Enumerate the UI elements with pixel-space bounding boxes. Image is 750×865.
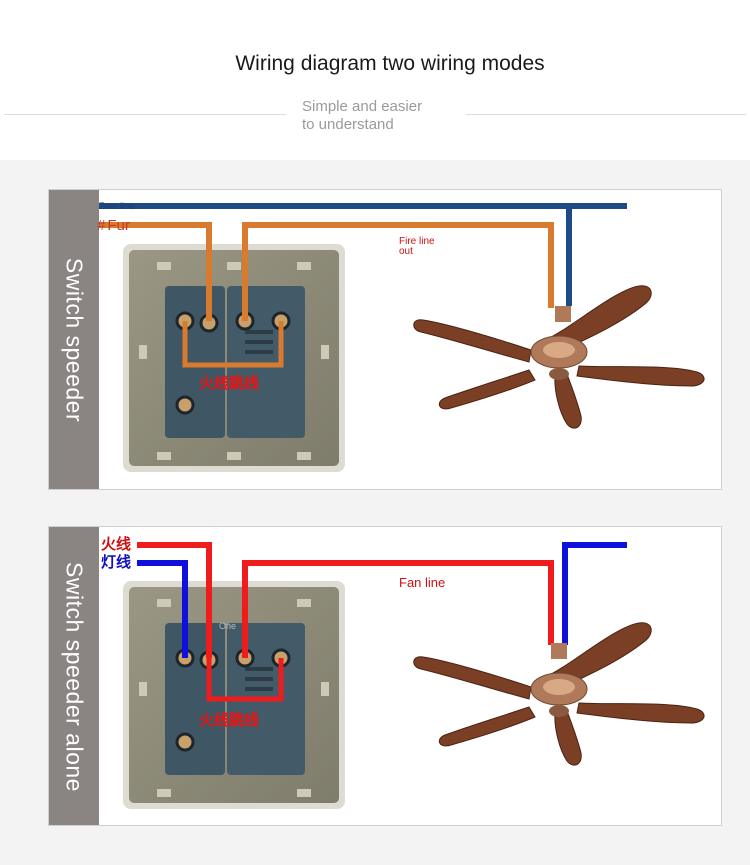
terminal-screw <box>175 732 195 752</box>
plate-clip <box>157 789 171 797</box>
subtitle-line-2: to understand <box>302 116 394 133</box>
wires <box>137 542 627 702</box>
switch-body-left <box>165 286 225 438</box>
fan-blade <box>413 656 532 700</box>
switch-body-right <box>227 286 305 438</box>
plate-clip <box>297 599 311 607</box>
lamp-wire-label: 灯线 <box>101 553 131 571</box>
fan-blade <box>554 373 582 429</box>
lamp-wire <box>137 560 188 658</box>
subtitle-divider-left <box>4 114 286 115</box>
plate-clip <box>157 262 171 270</box>
switch-module <box>165 286 305 438</box>
fan-blade <box>544 622 652 690</box>
wiring-diagram-1: Zero line #Fur Fire line out 火线跳线 <box>97 201 705 472</box>
page-title: Wiring diagram two wiring modes <box>235 52 545 75</box>
fan-line-label: Fan line <box>399 575 445 590</box>
fire-line-out-label-1: Fire line <box>399 236 435 247</box>
fire-line-out <box>242 222 554 321</box>
terminal-screw <box>175 395 195 415</box>
plate-clip <box>157 599 171 607</box>
plate-clip <box>139 345 147 359</box>
ceiling-fan <box>413 622 705 766</box>
fire-wire <box>137 542 212 658</box>
fire-line-label: #Fur <box>97 217 130 234</box>
fan-blade <box>576 365 705 387</box>
fan-blade <box>544 285 652 353</box>
subtitle-line-1: Simple and easier <box>302 98 423 115</box>
fan-motor-highlight <box>543 679 575 695</box>
fire-wire-label: 火线 <box>101 535 131 553</box>
fire-line-in <box>99 222 212 321</box>
fan-line-wire <box>242 560 554 658</box>
jumper-label: 火线跳线 <box>199 374 259 392</box>
fan-blade <box>576 702 705 724</box>
plate-clip <box>321 345 329 359</box>
subtitle-divider-right <box>466 114 746 115</box>
panel-side-bar: Switch speeder alone <box>49 527 99 825</box>
plate-clip <box>139 682 147 696</box>
jumper-label: 火线跳线 <box>199 711 259 729</box>
wiring-diagram-2: 火线 灯线 Fan line One 火线跳线 <box>101 535 705 809</box>
fan-blade <box>438 706 536 747</box>
fan-blade <box>554 710 582 766</box>
diagram-panel-switch-speeder: Switch speeder <box>48 189 722 490</box>
fan-light-cap <box>549 705 569 717</box>
diagram-panel-switch-speeder-alone: Switch speeder alone <box>48 526 722 826</box>
fan-blade <box>438 369 536 410</box>
wires <box>99 203 627 368</box>
fan-downrod <box>555 306 571 322</box>
zero-line-label: Zero line <box>99 201 134 211</box>
plate-clip <box>227 262 241 270</box>
one-label: One <box>219 621 236 631</box>
plate-clip <box>321 682 329 696</box>
jumper-wire <box>182 321 284 368</box>
panel-side-bar: Switch speeder <box>49 190 99 489</box>
fan-light-cap <box>549 368 569 380</box>
plate-clip <box>297 262 311 270</box>
plate-clip <box>297 789 311 797</box>
plate-clip <box>157 452 171 460</box>
ceiling-fan <box>413 285 705 429</box>
fan-downrod <box>551 643 567 659</box>
fire-line-out-label-2: out <box>399 246 413 257</box>
jumper-wire <box>206 658 284 702</box>
plate-clip <box>227 452 241 460</box>
plate-clip <box>297 452 311 460</box>
neutral-wire <box>562 542 627 645</box>
fan-motor-highlight <box>543 342 575 358</box>
subtitle: Simple and easier to understand <box>302 98 422 134</box>
fan-blade <box>413 319 532 363</box>
header: Wiring diagram two wiring modes Simple a… <box>0 0 750 160</box>
